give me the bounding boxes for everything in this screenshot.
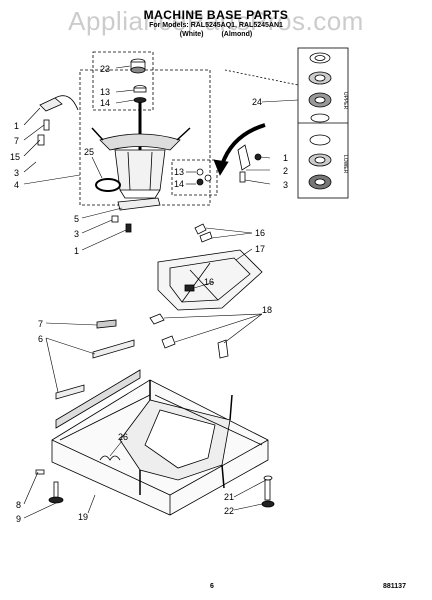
color-almond: (Almond) [221, 31, 253, 38]
clips-18 [149, 313, 229, 359]
washer-14 [133, 97, 147, 103]
leveling-leg-left [35, 469, 64, 504]
callout-26: 26 [118, 432, 128, 442]
page-number: 6 [210, 583, 214, 590]
hose-clamp-left [37, 95, 79, 146]
callout-24: 24 [252, 97, 262, 107]
callout-13-clip: 13 [174, 167, 184, 177]
page-title: MACHINE BASE PARTS [143, 8, 289, 22]
switch-bracket [237, 144, 262, 183]
lower-bearings [308, 134, 332, 190]
callout-13: 13 [100, 87, 110, 97]
bracket-5 [111, 197, 161, 233]
callout-4: 4 [14, 180, 19, 190]
upper-label: UPPER [342, 92, 348, 110]
callout-23: 23 [100, 64, 110, 74]
callout-21: 21 [224, 492, 234, 502]
callout-9: 9 [16, 514, 21, 524]
callout-2: 2 [283, 166, 288, 176]
callout-1-right: 1 [283, 153, 288, 163]
drive-belt-25 [95, 178, 121, 192]
seal-stack-box [92, 51, 154, 111]
part-code: 881137 [383, 583, 406, 590]
top-frame-17 [157, 249, 263, 311]
callout-3-right: 3 [283, 180, 288, 190]
callout-17: 17 [255, 244, 265, 254]
callout-14: 14 [100, 98, 110, 108]
callout-8: 8 [16, 500, 21, 510]
clip-parts [196, 168, 212, 186]
upper-bearings [308, 52, 332, 123]
color-white: (White) [179, 31, 204, 38]
callout-1-lower: 1 [74, 246, 79, 256]
callout-22: 22 [224, 506, 234, 516]
gearcase-housing [91, 127, 191, 199]
callout-6: 6 [38, 334, 43, 344]
rail-7 [96, 319, 117, 329]
callout-16: 16 [255, 228, 265, 238]
color-line: (White) (Almond) [0, 31, 432, 38]
panel-leader [224, 69, 299, 86]
callout-1: 1 [14, 121, 19, 131]
clip-box [171, 159, 218, 196]
callout-5: 5 [74, 214, 79, 224]
callout-3-lower: 3 [74, 229, 79, 239]
callout-3: 3 [14, 168, 19, 178]
rail-6 [55, 339, 135, 400]
bumpers-16 [194, 223, 213, 243]
lower-label: LOWER [342, 155, 348, 174]
spring-26 [99, 455, 121, 461]
callout-7: 7 [14, 136, 19, 146]
callout-14-clip: 14 [174, 179, 184, 189]
callout-7-rail: 7 [38, 319, 43, 329]
leveling-leg-right [261, 475, 275, 508]
callout-25: 25 [84, 147, 94, 157]
detail-arrowhead [213, 159, 229, 176]
detail-arrow [220, 123, 266, 166]
callout-15: 15 [10, 152, 20, 162]
bearing-13 [133, 85, 147, 93]
model-line: For Models: RAL5245AQ1, RAL5245AN1 [149, 22, 283, 29]
callout-19: 19 [78, 512, 88, 522]
machine-base-19 [51, 369, 269, 516]
seal-23 [130, 58, 146, 74]
callout-16-lower: 16 [204, 277, 214, 287]
callout-18: 18 [262, 305, 272, 315]
